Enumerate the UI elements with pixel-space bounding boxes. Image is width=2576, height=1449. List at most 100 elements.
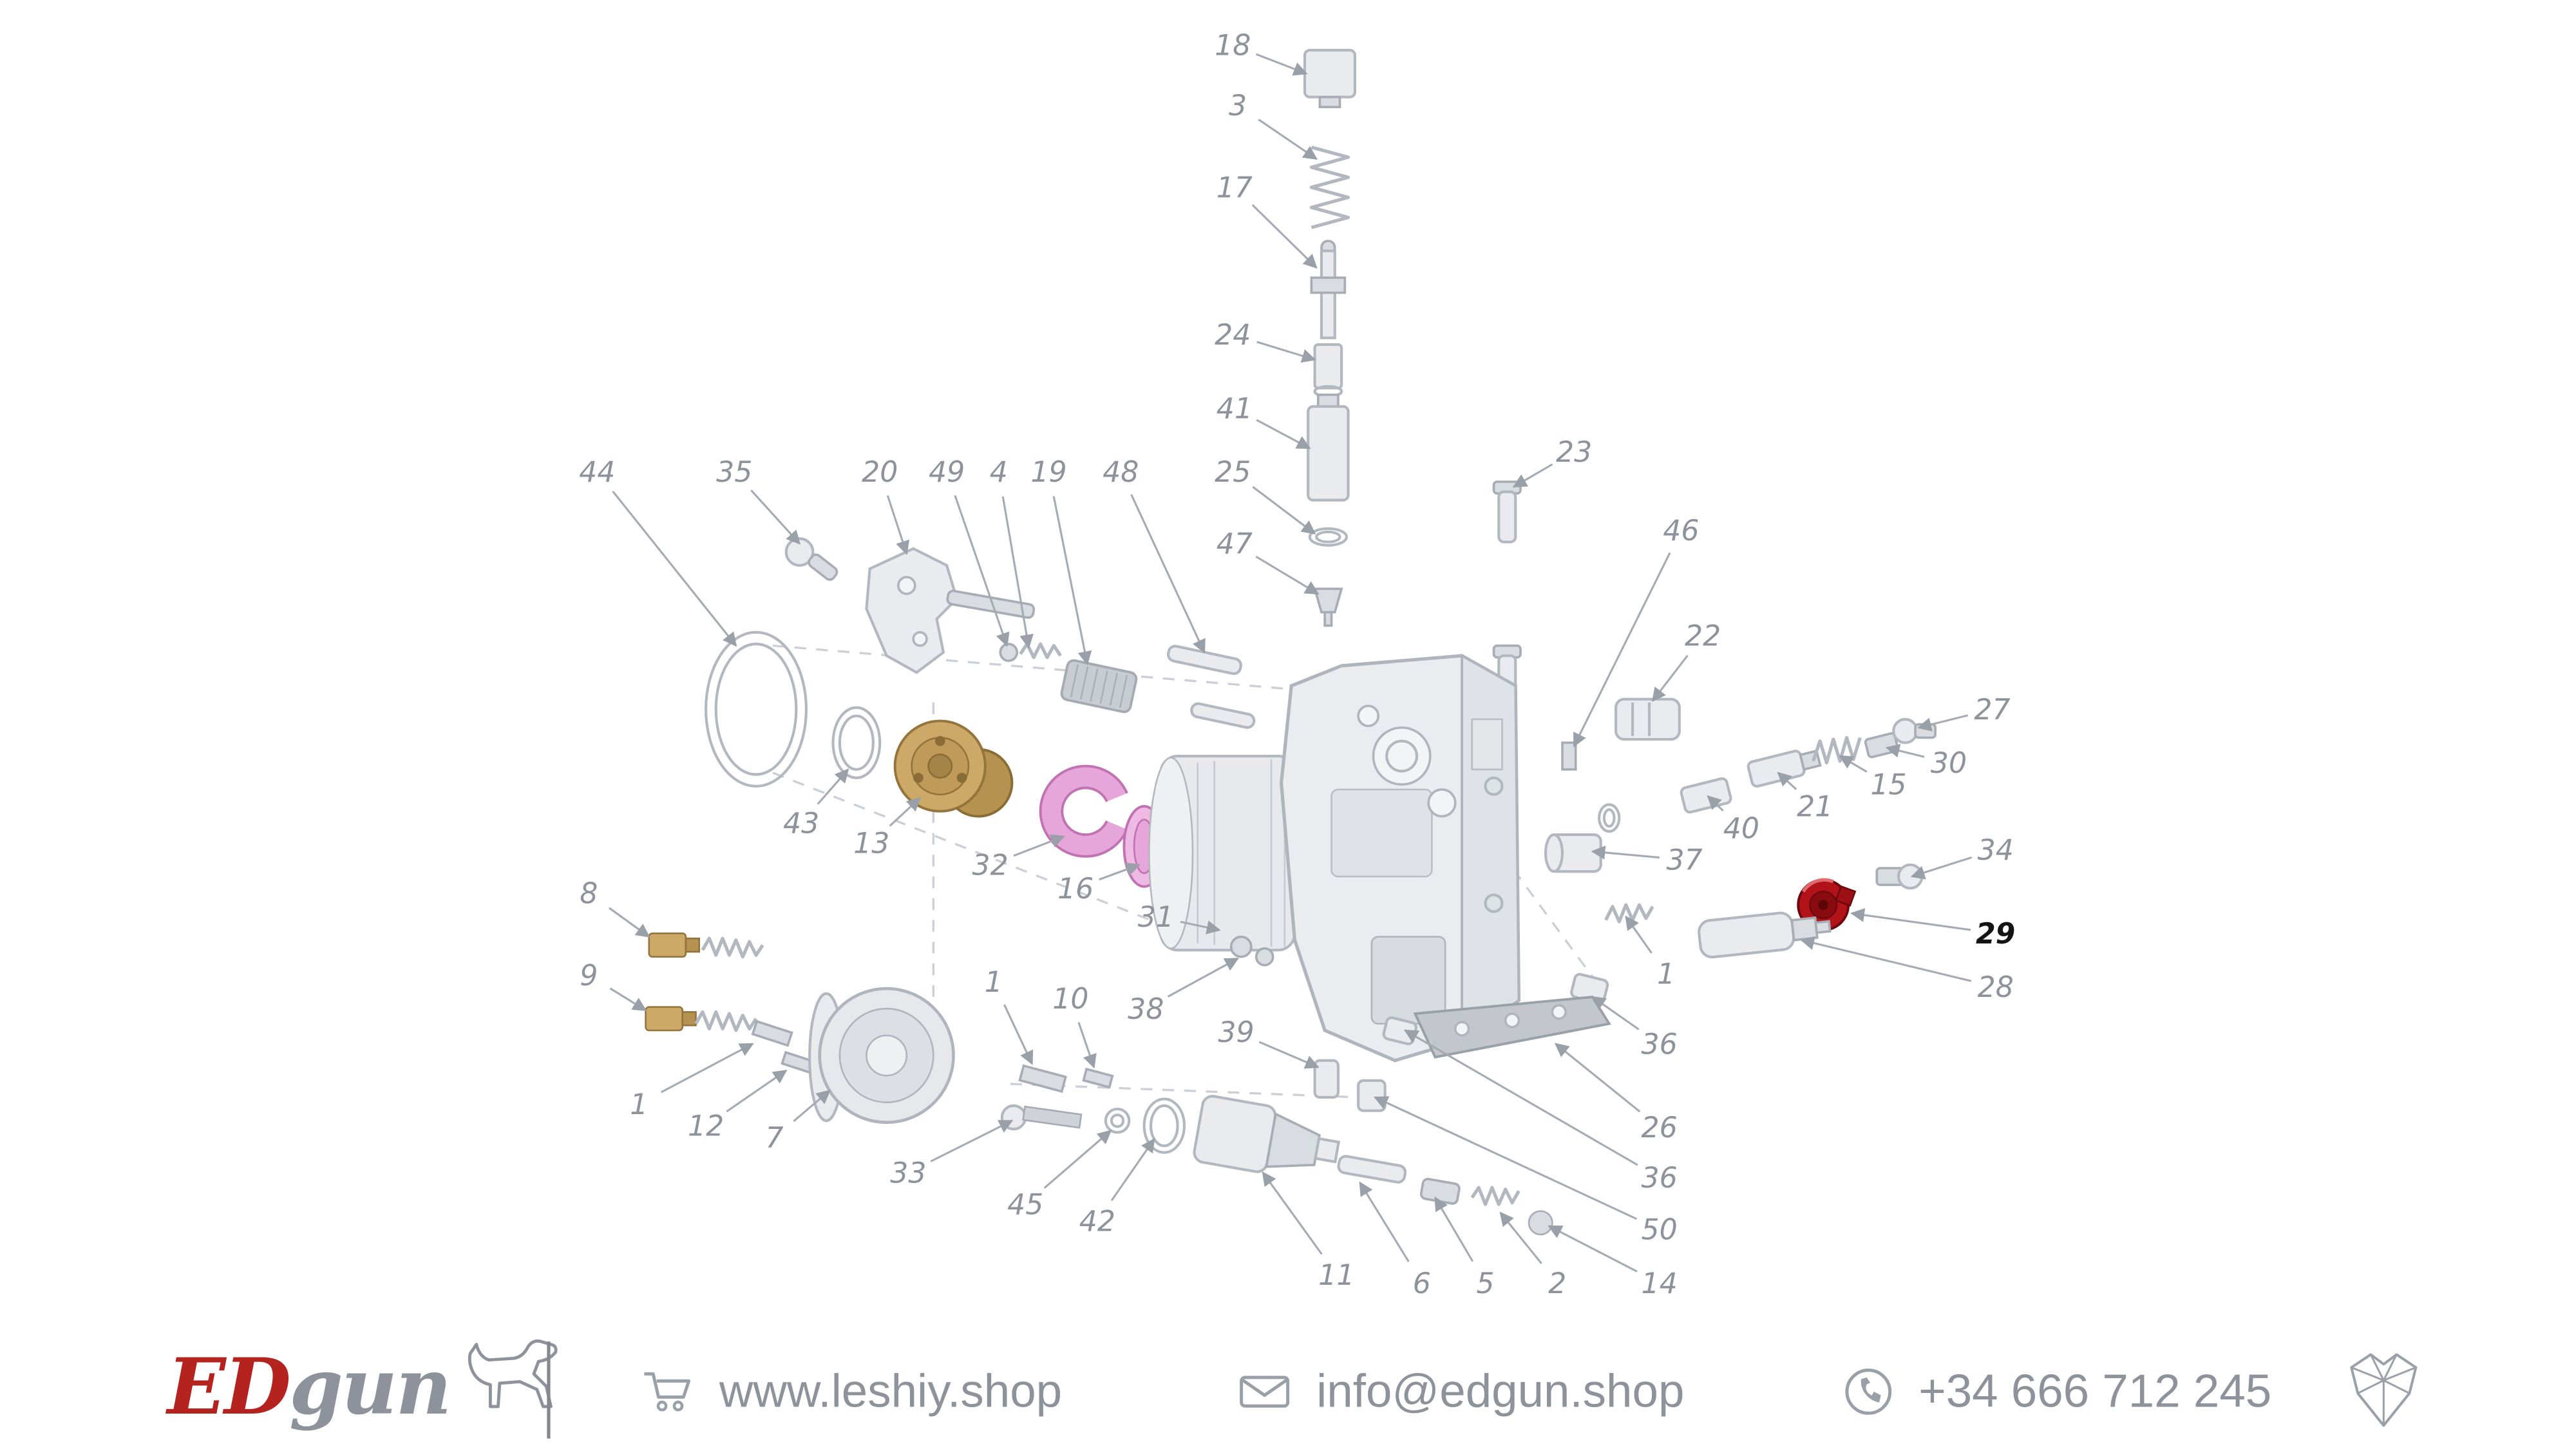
part-label-27: 27 bbox=[1974, 694, 2010, 726]
part-label-19: 19 bbox=[1030, 456, 1066, 489]
leader-line-9 bbox=[609, 987, 647, 1012]
leader-line-25 bbox=[1252, 486, 1316, 535]
hammer-pins bbox=[1492, 480, 1577, 771]
leader-line-27 bbox=[1917, 714, 1969, 732]
part-label-46: 46 bbox=[1663, 515, 1699, 547]
leader-line-23 bbox=[1512, 463, 1553, 488]
part-label-39: 39 bbox=[1218, 1016, 1254, 1049]
phone-text: +34 666 712 245 bbox=[1918, 1365, 2272, 1417]
cocking-parts-right bbox=[1598, 717, 1937, 890]
part-label-7: 7 bbox=[766, 1122, 784, 1155]
leader-line-6 bbox=[1359, 1181, 1410, 1262]
part-43-oring bbox=[831, 706, 882, 779]
email-text: info@edgun.shop bbox=[1316, 1365, 1685, 1417]
hammer-small-parts bbox=[999, 642, 1256, 729]
part-label-23: 23 bbox=[1556, 436, 1592, 469]
part-label-45: 45 bbox=[1007, 1189, 1043, 1222]
phone-icon bbox=[1845, 1368, 1892, 1415]
part-label-47: 47 bbox=[1217, 528, 1253, 561]
part-28-cylinder bbox=[1698, 911, 1832, 959]
footer-divider bbox=[547, 1341, 551, 1439]
part-label-12: 12 bbox=[688, 1110, 724, 1143]
leader-line-36 bbox=[1403, 1029, 1638, 1166]
part-label-35: 35 bbox=[716, 456, 752, 489]
leader-line-3 bbox=[1258, 118, 1318, 160]
leader-line-20 bbox=[886, 495, 910, 555]
part-label-24: 24 bbox=[1215, 319, 1251, 352]
leader-line-38 bbox=[1167, 957, 1239, 998]
top-valve-assembly bbox=[1303, 48, 1356, 627]
leader-line-8 bbox=[608, 907, 650, 938]
part-32-pink-collar bbox=[1039, 764, 1166, 888]
dog-silhouette-icon bbox=[468, 1339, 558, 1408]
leader-line-28 bbox=[1800, 936, 1972, 982]
part-label-36: 36 bbox=[1642, 1162, 1678, 1195]
part-label-2: 2 bbox=[1548, 1267, 1566, 1300]
leader-line-13 bbox=[889, 797, 922, 827]
logo-gun: gun bbox=[289, 1341, 451, 1432]
leader-line-1 bbox=[1003, 1004, 1034, 1065]
part-37-plug bbox=[1544, 833, 1602, 873]
leader-line-46 bbox=[1573, 552, 1671, 748]
part-label-21: 21 bbox=[1797, 791, 1833, 824]
fox-logo-icon bbox=[2350, 1353, 2418, 1427]
cart-icon bbox=[644, 1372, 691, 1412]
part-label-8: 8 bbox=[580, 878, 598, 911]
part-13-gold-valve bbox=[893, 719, 1014, 818]
leader-line-16 bbox=[1099, 862, 1141, 881]
part-label-28: 28 bbox=[1978, 971, 2014, 1004]
leader-line-2 bbox=[1499, 1211, 1542, 1264]
logo-ed: ED bbox=[167, 1341, 291, 1432]
part-44-oring bbox=[705, 630, 808, 788]
leader-line-37 bbox=[1591, 845, 1660, 860]
leader-line-32 bbox=[1013, 834, 1065, 857]
leader-line-44 bbox=[612, 490, 737, 647]
receiver-body bbox=[1279, 653, 1521, 1063]
phone-link[interactable]: +34 666 712 245 bbox=[1843, 1365, 2271, 1418]
brass-fittings bbox=[645, 933, 816, 1075]
leader-line-14 bbox=[1548, 1225, 1638, 1273]
part-label-43: 43 bbox=[783, 808, 819, 840]
leader-line-15 bbox=[1839, 755, 1868, 773]
part-label-42: 42 bbox=[1079, 1206, 1115, 1238]
part-7-end-cap bbox=[808, 987, 955, 1124]
leader-line-36 bbox=[1591, 996, 1640, 1030]
part-label-41: 41 bbox=[1217, 392, 1253, 425]
leader-line-17 bbox=[1251, 204, 1318, 269]
part-label-36: 36 bbox=[1642, 1028, 1678, 1061]
leader-line-50 bbox=[1374, 1096, 1637, 1220]
part-22-cylinder bbox=[1615, 697, 1681, 741]
part-label-10: 10 bbox=[1052, 983, 1088, 1016]
part-label-38: 38 bbox=[1128, 993, 1164, 1026]
leader-line-48 bbox=[1130, 494, 1206, 654]
website-link[interactable]: www.leshiy.shop bbox=[641, 1365, 1062, 1418]
leader-line-10 bbox=[1077, 1022, 1097, 1069]
part-label-25: 25 bbox=[1215, 456, 1251, 489]
part-label-34: 34 bbox=[1978, 834, 2014, 867]
leader-line-21 bbox=[1777, 772, 1797, 790]
leader-line-22 bbox=[1651, 654, 1689, 703]
leader-line-29 bbox=[1850, 908, 1971, 931]
part-label-15: 15 bbox=[1870, 769, 1906, 802]
leader-line-1 bbox=[660, 1043, 754, 1094]
leader-line-12 bbox=[726, 1070, 788, 1113]
leader-line-35 bbox=[750, 489, 801, 545]
part-label-6: 6 bbox=[1413, 1267, 1431, 1300]
logo-text: EDgun bbox=[167, 1349, 452, 1425]
part-label-14: 14 bbox=[1642, 1267, 1678, 1300]
email-link[interactable]: info@edgun.shop bbox=[1238, 1365, 1684, 1418]
leader-line-26 bbox=[1554, 1043, 1641, 1113]
envelope-icon bbox=[1240, 1376, 1290, 1408]
part-label-4: 4 bbox=[990, 456, 1008, 489]
leader-line-40 bbox=[1707, 795, 1724, 812]
part-label-9: 9 bbox=[580, 960, 598, 992]
leader-line-30 bbox=[1885, 744, 1925, 758]
part-label-33: 33 bbox=[890, 1157, 926, 1189]
leader-line-34 bbox=[1910, 856, 1973, 880]
part-label-20: 20 bbox=[862, 456, 898, 489]
part-35-bolt bbox=[784, 537, 838, 581]
leader-line-4 bbox=[1001, 496, 1034, 649]
part-label-32: 32 bbox=[972, 849, 1009, 882]
part-label-40: 40 bbox=[1723, 812, 1759, 845]
part-label-48: 48 bbox=[1103, 456, 1139, 489]
